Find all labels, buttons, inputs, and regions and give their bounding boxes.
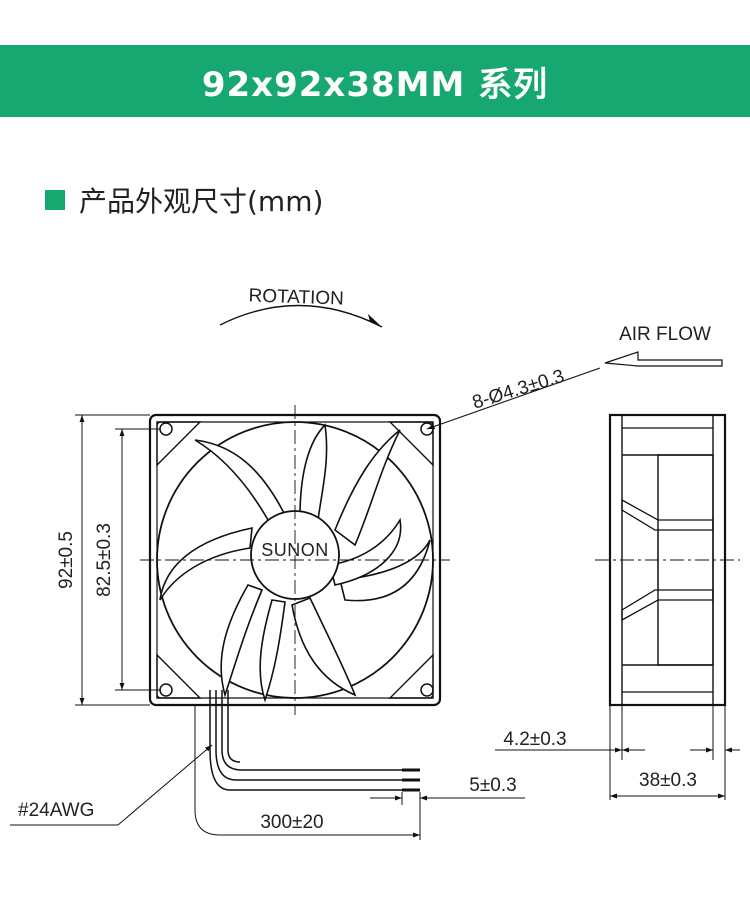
vertical-dimensions [75,414,160,706]
fan-depth-label: 38±0.3 [639,770,697,791]
side-view [595,413,740,707]
airflow-arrow-icon [604,351,723,367]
lead-wire-ends [402,768,420,792]
lead-gauge-callout [10,744,213,826]
outer-dimension-label: 92±0.5 [56,531,77,589]
hole-callout-leader [426,367,601,430]
header-banner: 92x92x38MM 系列 [0,45,750,117]
front-center-lines [140,405,450,715]
lead-length-label: 300±20 [260,812,323,833]
section-title: 产品外观尺寸(mm) [79,185,324,218]
section-heading: 产品外观尺寸(mm) [45,180,323,220]
side-spoke-lower [621,589,714,622]
lead-length-dimension [194,705,420,838]
rotation-arrow [219,304,383,328]
mount-hole [159,422,173,436]
mount-hole [159,683,173,697]
lead-gauge-label: #24AWG [18,800,94,821]
hole-spec-label: 8-Ø4.3±0.3 [470,366,567,414]
airflow-label: AIR FLOW [619,324,711,345]
rotation-arrow-head [368,314,382,327]
corner-brackets [156,421,434,699]
lead-strip-label: 5±0.3 [469,775,516,796]
hole-pitch-label: 82.5±0.3 [94,523,115,597]
lead-strip-dimension [370,792,525,840]
rotation-label: ROTATION [248,285,344,309]
section-bullet-icon [45,190,65,210]
mount-hole [420,683,434,697]
page-title: 92x92x38MM 系列 [201,64,549,105]
brand-logo: SUNON [261,540,329,560]
mount-hole [420,422,434,436]
flange-thickness-label: 4.2±0.3 [503,729,566,750]
side-spoke-upper [621,498,714,531]
fan-blades [159,423,431,703]
flange-thickness-dimension [495,705,740,800]
front-view [140,405,450,715]
